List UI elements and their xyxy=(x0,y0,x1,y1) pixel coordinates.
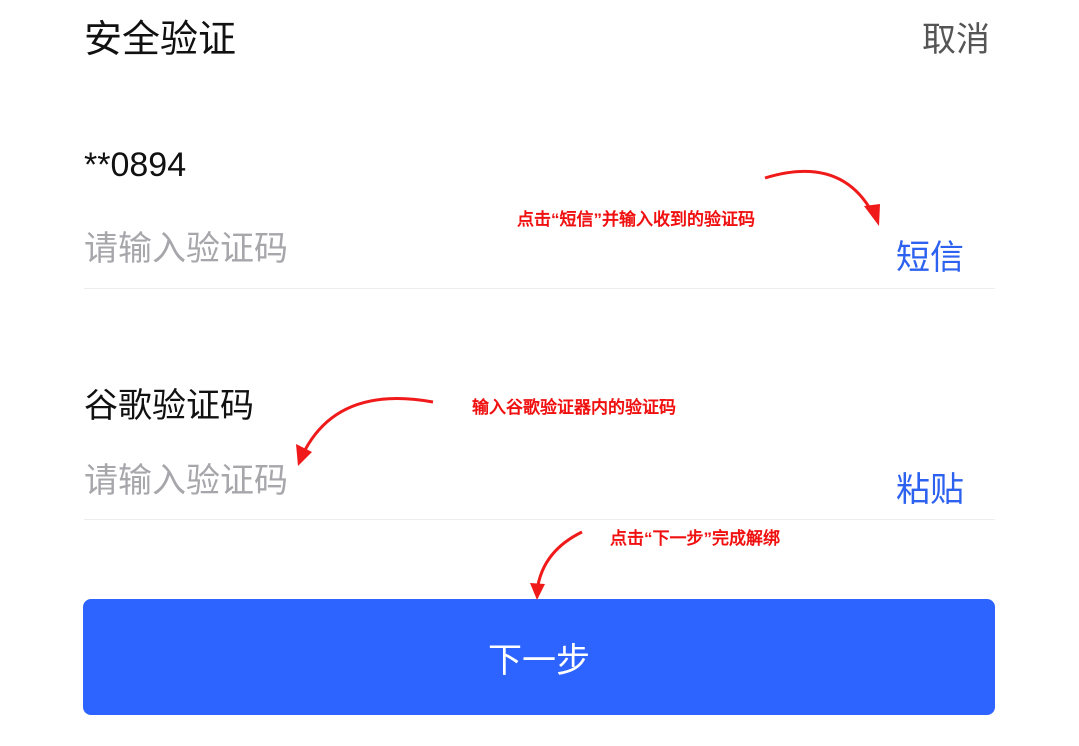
divider xyxy=(84,519,995,520)
google-code-label: 谷歌验证码 xyxy=(84,387,254,425)
annotation-google-hint: 输入谷歌验证器内的验证码 xyxy=(472,398,676,417)
arrow-to-next-button-icon xyxy=(536,530,583,586)
divider xyxy=(84,288,995,289)
annotation-next-hint: 点击“下一步”完成解绑 xyxy=(610,529,780,548)
paste-button[interactable]: 粘贴 xyxy=(896,471,964,509)
google-code-input[interactable] xyxy=(84,462,684,501)
send-sms-button[interactable]: 短信 xyxy=(896,239,964,277)
sms-code-input[interactable] xyxy=(84,230,684,269)
annotation-sms-hint: 点击“短信”并输入收到的验证码 xyxy=(517,210,755,229)
masked-phone-number: **0894 xyxy=(84,146,187,184)
arrow-to-google-input-icon xyxy=(303,397,434,451)
arrowhead-icon xyxy=(530,583,545,600)
cancel-button[interactable]: 取消 xyxy=(922,21,990,59)
arrow-to-sms-icon xyxy=(764,170,874,213)
next-step-button[interactable]: 下一步 xyxy=(83,599,995,715)
arrowhead-icon xyxy=(864,204,880,226)
page-title: 安全验证 xyxy=(84,19,237,61)
